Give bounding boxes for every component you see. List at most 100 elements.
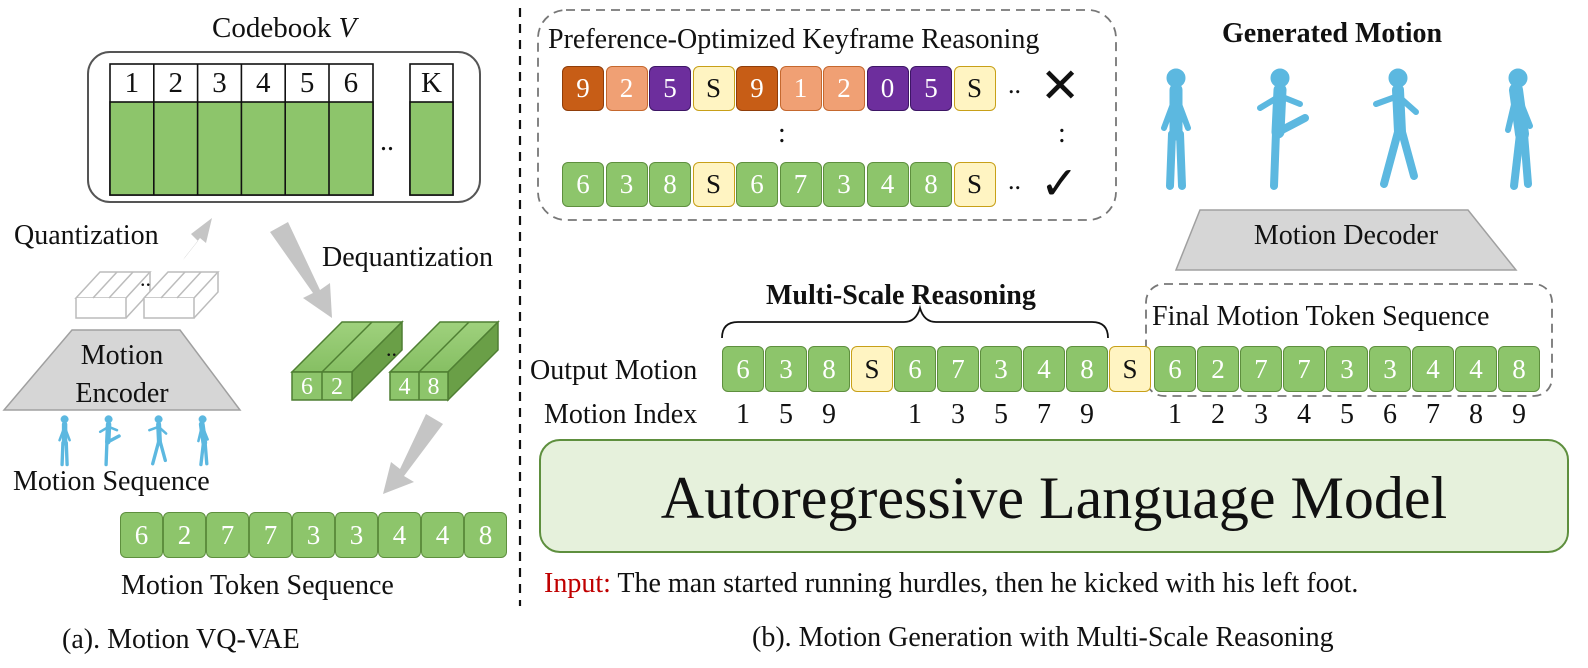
dequantization-label: Dequantization (322, 242, 494, 273)
language-model-box (539, 439, 1569, 553)
motion-index: 3 (951, 399, 965, 430)
multi-scale-title: Multi-Scale Reasoning (766, 280, 1036, 311)
final-sequence-box (1145, 283, 1553, 397)
encoder-line2: Encoder (75, 378, 169, 409)
motion-index: 2 (1211, 399, 1225, 430)
output-token: 8 (1066, 346, 1108, 392)
codebook-label: Codebook V (212, 12, 357, 44)
motion-token: 3 (335, 512, 378, 558)
rejected-token: 2 (605, 66, 648, 111)
multi-scale-brace (721, 304, 1109, 339)
motion-token: 6 (120, 512, 163, 558)
accepted-token: S (692, 162, 735, 207)
motion-index: 7 (1426, 399, 1440, 430)
flow-arrows (183, 218, 443, 494)
accepted-token: 6 (736, 162, 778, 207)
codebook-index: K (421, 66, 442, 99)
motion-index: 1 (736, 399, 750, 430)
latent-dots: .. (386, 336, 397, 361)
caption-a: (a). Motion VQ-VAE (62, 624, 300, 655)
generated-figure-icon (1373, 68, 1419, 188)
input-prompt: Input: The man started running hurdles, … (544, 570, 1358, 598)
rejected-token: S (953, 66, 996, 111)
final-token: 6 (1154, 346, 1196, 392)
output-token: 3 (765, 346, 807, 392)
final-token: 4 (1412, 346, 1454, 392)
accepted-token: 6 (562, 162, 604, 207)
encoder-line1: Motion (80, 340, 164, 371)
motion-index: 8 (1469, 399, 1483, 430)
motion-figure-icon (58, 415, 71, 467)
rejected-dots: .. (1008, 70, 1021, 99)
codebook-index: 5 (299, 66, 315, 99)
vdots-right: : (1058, 118, 1066, 149)
rejected-token: 1 (779, 66, 822, 111)
latent-label: 6 (301, 374, 313, 400)
rejected-token: 9 (736, 66, 778, 111)
motion-index: 1 (908, 399, 922, 430)
motion-figure-icon (98, 415, 121, 467)
motion-token: 7 (249, 512, 292, 558)
codebook-columns (109, 63, 454, 196)
motion-index: 6 (1383, 399, 1397, 430)
reject-cross-icon: ✕ (1040, 58, 1081, 114)
quant-dots: .. (140, 266, 151, 291)
latent-label: 4 (398, 374, 411, 400)
vdots-left: : (778, 118, 786, 149)
motion-token: 3 (292, 512, 335, 558)
motion-index: 7 (1037, 399, 1051, 430)
rejected-token: 5 (649, 66, 691, 111)
final-token: 3 (1326, 346, 1368, 392)
motion-index: 5 (779, 399, 793, 430)
output-token: S (851, 346, 893, 392)
output-motion-label: Output Motion (530, 355, 698, 386)
rejected-token: 5 (910, 66, 952, 111)
motion-index: 9 (1080, 399, 1094, 430)
final-token: 7 (1283, 346, 1325, 392)
accepted-token: 7 (779, 162, 822, 207)
final-token: 8 (1498, 346, 1540, 392)
generated-figure-icon (1161, 68, 1191, 190)
rejected-token: S (692, 66, 735, 111)
codebook-dots: .. (380, 126, 394, 157)
motion-figure-icon (148, 415, 168, 466)
final-token: 4 (1455, 346, 1497, 392)
codebook-index: 1 (124, 66, 140, 99)
final-sequence-label: Final Motion Token Sequence (1152, 301, 1490, 332)
motion-index: 4 (1297, 399, 1311, 430)
output-token: S (1109, 346, 1151, 392)
motion-index-label: Motion Index (544, 399, 698, 430)
motion-figure-icon (197, 415, 209, 467)
motion-token: 2 (163, 512, 206, 558)
motion-token: 4 (421, 512, 464, 558)
final-token: 3 (1369, 346, 1411, 392)
motion-token: 7 (206, 512, 249, 558)
output-token: 6 (894, 346, 936, 392)
accepted-token: 8 (649, 162, 691, 207)
motion-index: 9 (1512, 399, 1526, 430)
motion-token: 8 (464, 512, 507, 558)
motion-decoder-shape (1174, 209, 1518, 271)
generated-figure-icon (1257, 68, 1309, 190)
motion-sequence-label: Motion Sequence (13, 466, 210, 497)
motion-index: 5 (1340, 399, 1354, 430)
language-model-label: Autoregressive Language Model (660, 465, 1448, 531)
output-token: 3 (980, 346, 1022, 392)
input-text: The man started running hurdles, then he… (610, 568, 1359, 599)
latent-slabs (290, 320, 500, 402)
rejected-token: 2 (823, 66, 865, 111)
generated-motion-title: Generated Motion (1222, 18, 1443, 49)
input-label: Input: (544, 568, 611, 599)
accepted-token: S (953, 162, 996, 207)
latent-label: 2 (331, 374, 343, 400)
rejected-token: 9 (562, 66, 604, 111)
accepted-token: 3 (823, 162, 865, 207)
accepted-token: 3 (605, 162, 648, 207)
rejected-token: 0 (866, 66, 909, 111)
generated-figure-icon (1505, 68, 1533, 190)
preference-title: Preference-Optimized Keyframe Reasoning (548, 24, 1040, 55)
motion-index: 9 (822, 399, 836, 430)
codebook-index: 2 (168, 66, 183, 99)
